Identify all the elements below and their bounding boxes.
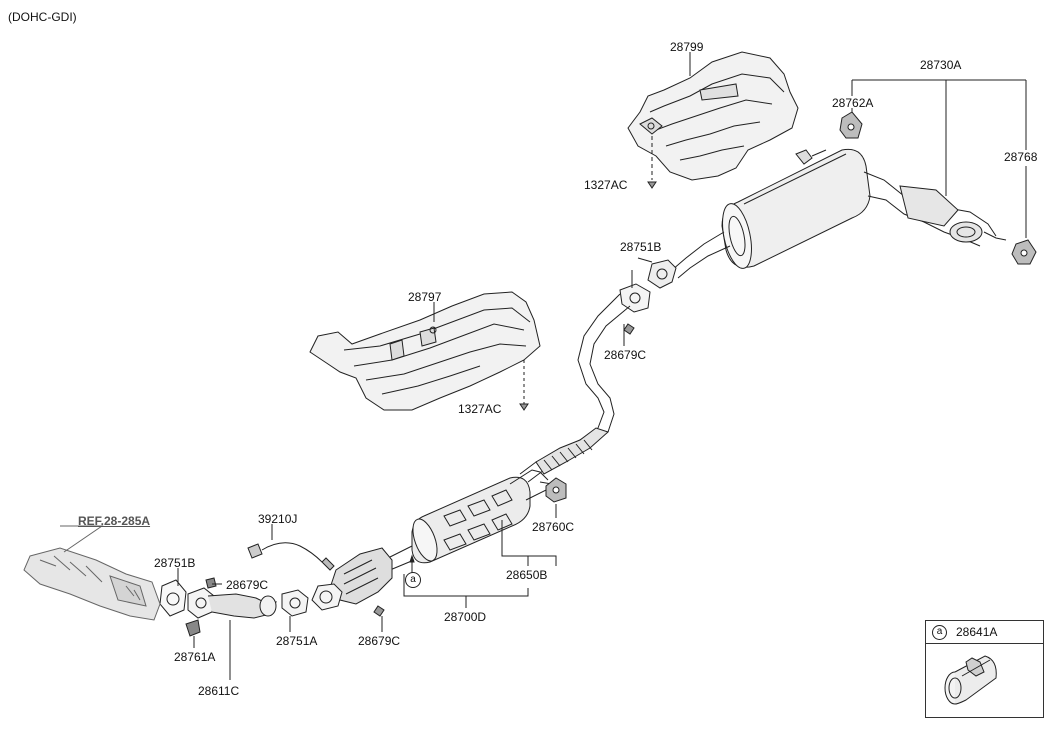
label-28768: 28768 bbox=[1004, 150, 1038, 164]
label-28762A: 28762A bbox=[832, 96, 874, 110]
front-pipe-28611C bbox=[159, 577, 309, 637]
legend-part-number: 28641A bbox=[956, 625, 998, 639]
exhaust-manifold bbox=[23, 525, 161, 621]
label-28679C-left: 28679C bbox=[226, 578, 269, 592]
reference-link[interactable]: REF.28-285A bbox=[78, 514, 151, 528]
hanger-28762A bbox=[839, 111, 863, 139]
label-28751B-top: 28751B bbox=[620, 240, 662, 254]
leader-lines bbox=[177, 52, 691, 680]
center-muffler bbox=[411, 469, 567, 564]
heat-shield-center bbox=[309, 291, 541, 411]
label-28679C-top: 28679C bbox=[604, 348, 647, 362]
label-28679C-bottom: 28679C bbox=[358, 634, 401, 648]
legend-box: a 28641A bbox=[925, 620, 1044, 718]
label-1327AC-top: 1327AC bbox=[584, 178, 628, 192]
engine-variant-label: (DOHC-GDI) bbox=[8, 10, 77, 24]
label-28751A: 28751A bbox=[276, 634, 318, 648]
label-28799: 28799 bbox=[670, 40, 704, 54]
label-28760C: 28760C bbox=[532, 520, 575, 534]
hanger-28768 bbox=[1011, 239, 1037, 265]
label-28700D: 28700D bbox=[444, 610, 487, 624]
label-28751B-left: 28751B bbox=[154, 556, 196, 570]
label-28730A: 28730A bbox=[920, 58, 962, 72]
label-1327AC-mid: 1327AC bbox=[458, 402, 502, 416]
rear-muffler bbox=[671, 148, 1007, 279]
legend-header: a 28641A bbox=[926, 621, 1043, 644]
catalytic-converter bbox=[311, 547, 393, 617]
label-28761A: 28761A bbox=[174, 650, 216, 664]
clamp-drawing-28641A bbox=[944, 655, 997, 705]
callout-lines-28730A bbox=[851, 79, 1027, 238]
label-39210J: 39210J bbox=[258, 512, 298, 526]
oxygen-sensor bbox=[247, 542, 335, 571]
heat-shield-rear bbox=[627, 51, 799, 181]
legend-letter: a bbox=[932, 625, 947, 640]
flange-rear bbox=[619, 259, 677, 335]
label-28650B: 28650B bbox=[506, 568, 548, 582]
label-28611C: 28611C bbox=[198, 684, 240, 698]
label-28797: 28797 bbox=[408, 290, 442, 304]
callout-a: a bbox=[405, 572, 421, 588]
middle-pipe bbox=[519, 293, 631, 483]
